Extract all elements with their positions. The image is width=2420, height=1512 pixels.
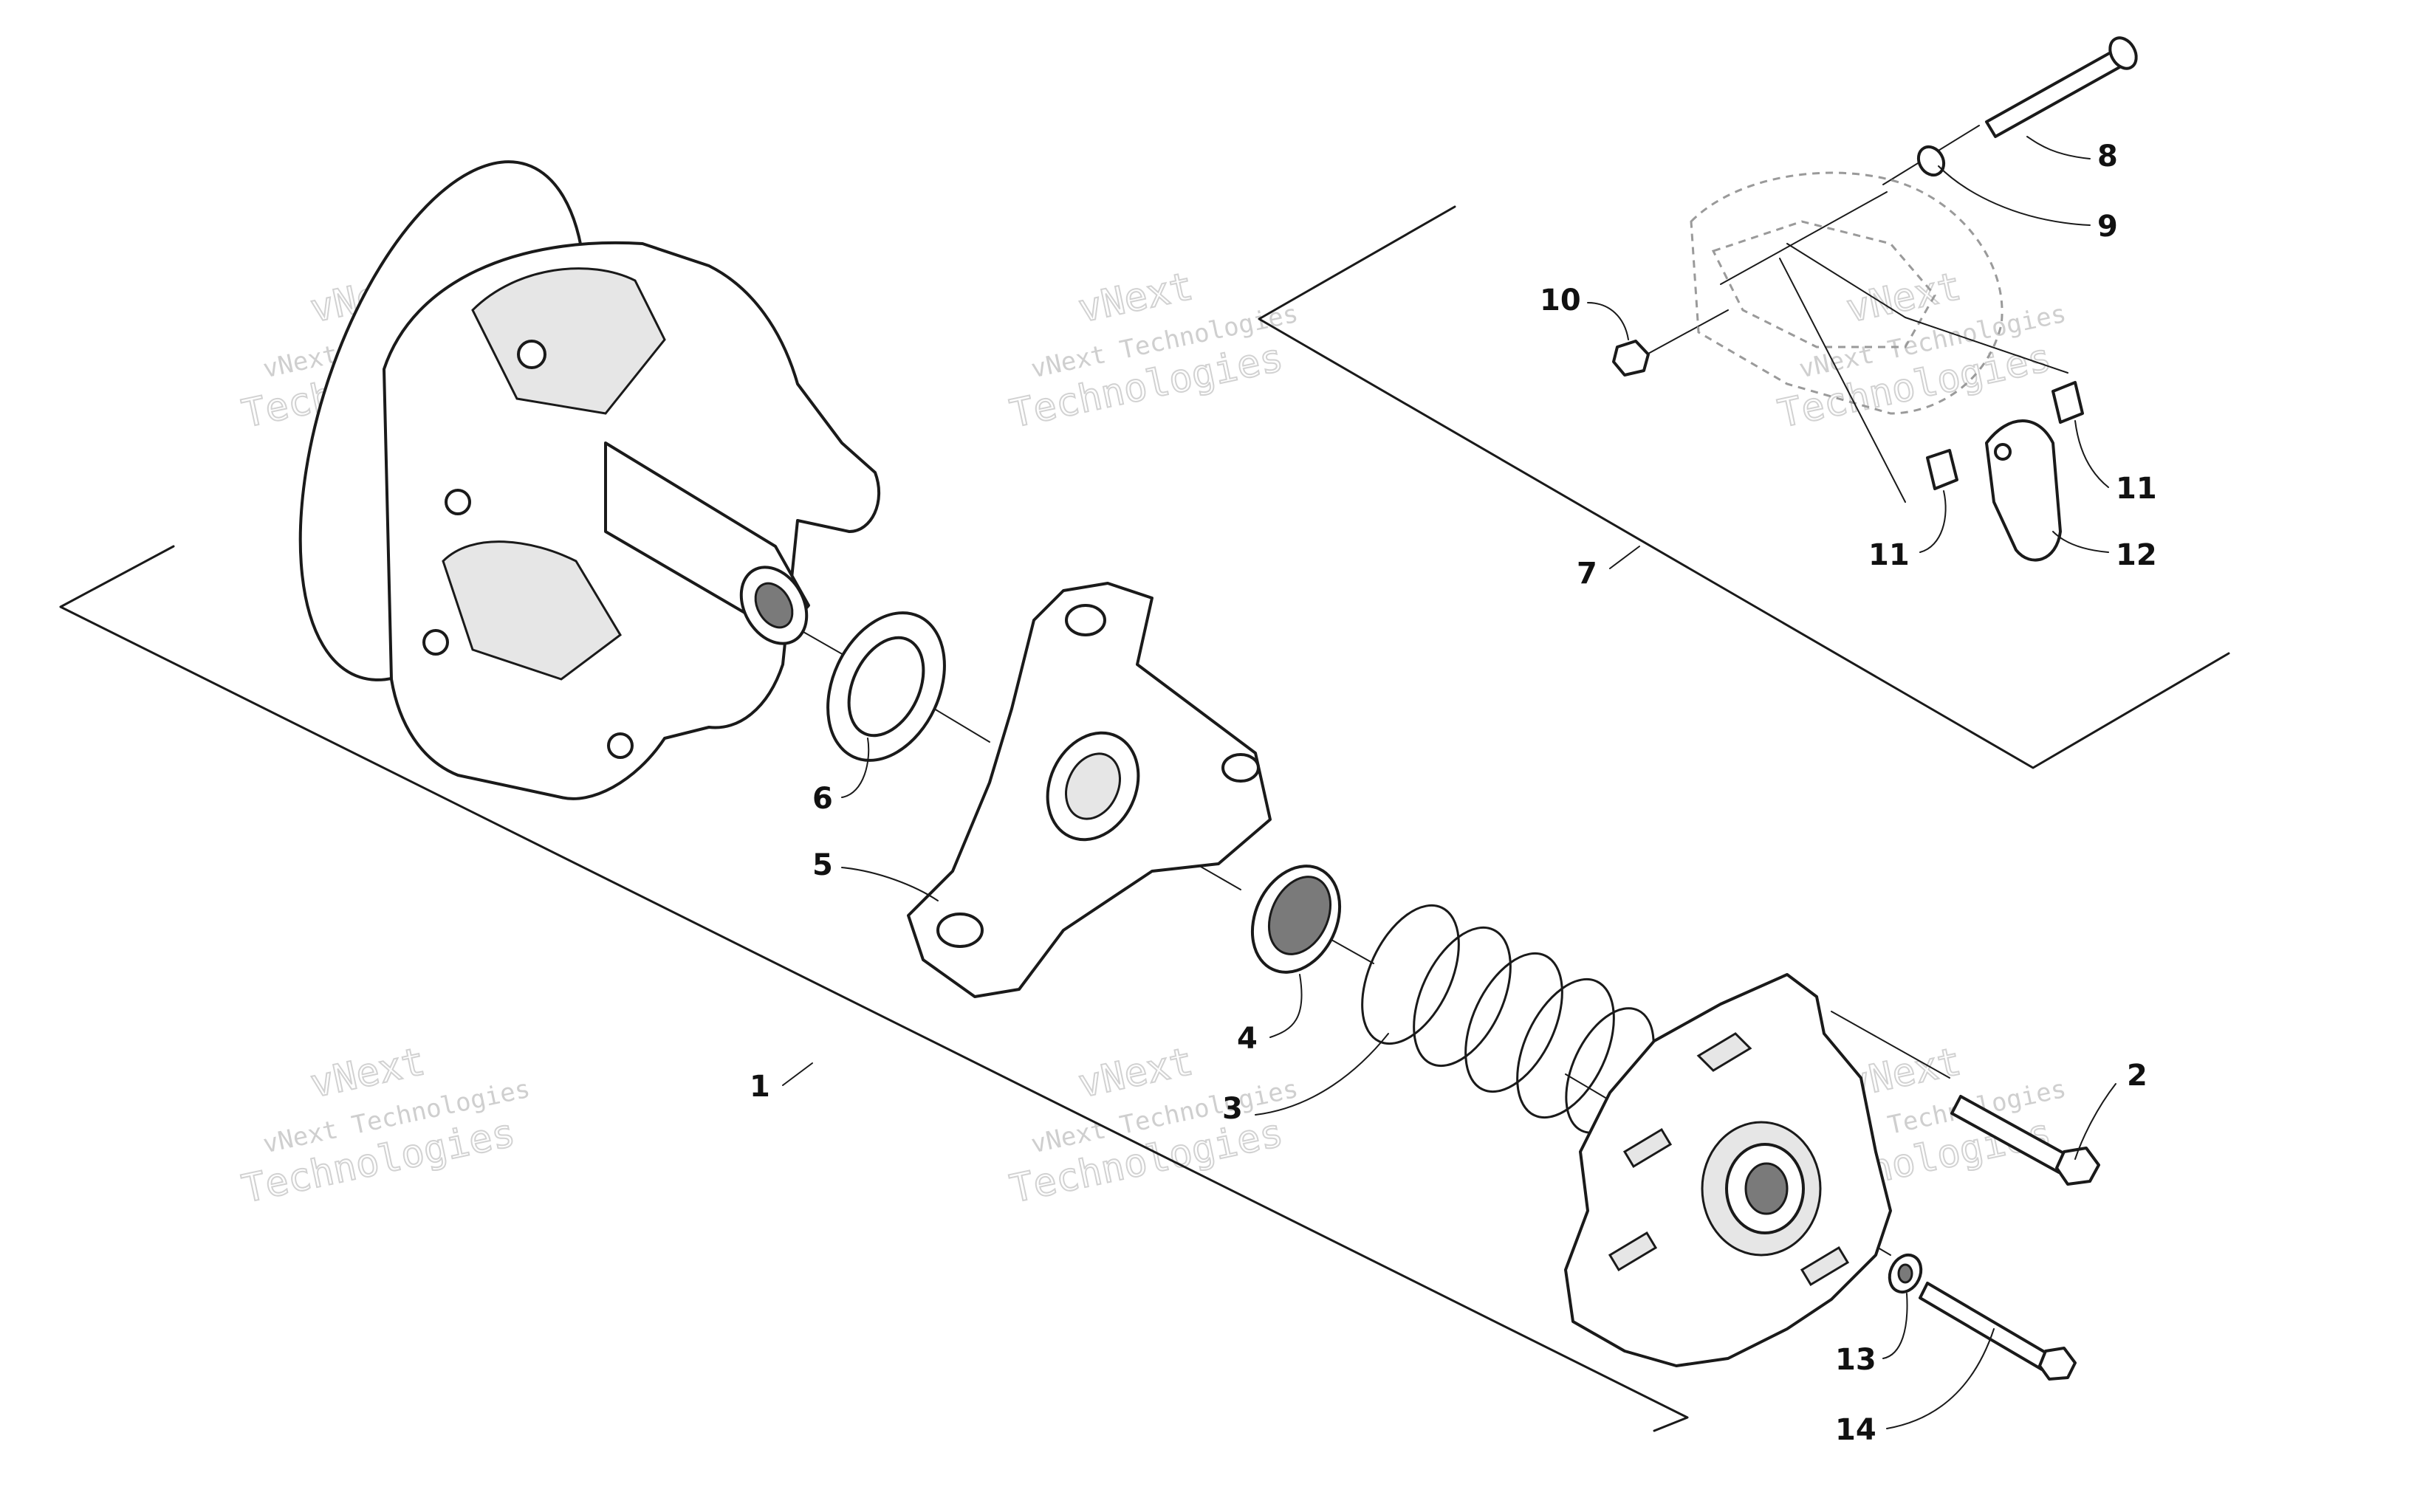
callout-12: 12 (2116, 538, 2157, 572)
callout-6: 6 (812, 782, 833, 816)
watermark-brand: vNext (1074, 264, 1197, 331)
watermark-4: vNext vNext Technologies Technologies (238, 1039, 533, 1213)
bracket-7-outline (1258, 205, 2230, 769)
part-movable-sheave (298, 160, 880, 800)
leader-guide (1786, 243, 1906, 318)
callout-3: 3 (1222, 1092, 1243, 1126)
leader-lines (782, 136, 2116, 1429)
watermark-2: vNext vNext Technologies Technologies (1006, 264, 1301, 438)
washer-9 (1916, 145, 1946, 177)
callout-10: 10 (1540, 284, 1581, 317)
washer-13-inner (1897, 1263, 1913, 1284)
leader-guide (1779, 258, 1906, 503)
cover-slot (1608, 1231, 1658, 1272)
callout-14: 14 (1835, 1413, 1876, 1447)
part-bushing-4 (1250, 865, 1342, 974)
shaft-tube-bore (754, 582, 794, 629)
leader-4 (1269, 974, 1303, 1038)
callout-1: 1 (750, 1070, 770, 1104)
pin-8-shank (1985, 50, 2122, 138)
part-cover-plate (1564, 973, 1892, 1367)
bolt-14-shank (1919, 1282, 2051, 1371)
cover-slot (1622, 1127, 1673, 1169)
callout-7: 7 (1577, 557, 1597, 591)
part-washer-13 (1888, 1253, 1923, 1294)
watermark-brand: vNext (1074, 1040, 1197, 1107)
leader-9 (1938, 165, 2091, 226)
leader-10 (1587, 302, 1629, 340)
ghost-housing-inner (1711, 220, 1936, 348)
callout-5: 5 (812, 848, 833, 882)
watermark-5: vNext vNext Technologies Technologies (1006, 1039, 1301, 1213)
leader-8 (2026, 136, 2091, 159)
pin-8-head (2108, 36, 2138, 70)
leader-5 (841, 867, 939, 901)
bushing-inner (1267, 876, 1332, 955)
axis-line (1831, 1011, 1950, 1079)
leader-11a (1919, 490, 1947, 553)
spring-coil (1516, 977, 1615, 1119)
spider-bore (1065, 752, 1121, 820)
callout-9: 9 (2097, 210, 2118, 244)
spring-coil (1361, 904, 1460, 1045)
axis-line (1720, 191, 1888, 285)
pad-11-lower (1926, 449, 1958, 490)
callout-13: 13 (1835, 1343, 1876, 1377)
spring-coil (1464, 952, 1563, 1093)
sheave-arm-upper (471, 267, 666, 415)
part-spider-5 (907, 582, 1272, 998)
pad-11-upper (2051, 381, 2084, 424)
axis-line (1646, 309, 1729, 355)
bolt-14-head (2038, 1347, 2077, 1381)
sheave-bolt-hole (517, 340, 546, 369)
cover-slot (1800, 1245, 1850, 1287)
callout-11-lower: 11 (1868, 538, 1910, 572)
sheave-bolt-hole (607, 732, 634, 759)
sheave-arm-lower (442, 540, 622, 681)
nut-10 (1612, 340, 1650, 377)
bolt-2-head (2055, 1147, 2100, 1186)
leader-3 (1255, 1033, 1389, 1116)
arm-12-pivot (1994, 443, 2012, 461)
spring-coil (1413, 926, 1512, 1068)
leader-1 (782, 1062, 813, 1086)
leader-2 (2074, 1083, 2116, 1160)
spider-arm-hole (1065, 604, 1106, 636)
leader-12 (2052, 531, 2109, 553)
part-washer-6 (826, 611, 946, 762)
callout-2: 2 (2127, 1059, 2148, 1093)
leader-13 (1882, 1293, 1908, 1359)
arm-12 (1985, 419, 2062, 562)
bracket-1-outline (59, 545, 1689, 1432)
leader-11b (2074, 420, 2109, 488)
callout-4: 4 (1237, 1022, 1258, 1056)
leader-14 (1886, 1328, 1995, 1429)
part-bolt-14 (1919, 1282, 2077, 1381)
leader-7 (1609, 546, 1640, 569)
callout-8: 8 (2097, 140, 2118, 173)
cover-logo (1696, 1032, 1752, 1072)
washer-inner (847, 636, 925, 738)
part-bolt-2 (1950, 1095, 2100, 1186)
sheave-bolt-hole (445, 489, 471, 515)
spider-arm-hole (936, 913, 984, 948)
leader-6 (841, 738, 870, 798)
inset-assembly-7 (1612, 36, 2138, 562)
callout-11-upper: 11 (2116, 472, 2157, 506)
leader-guide (1905, 317, 2068, 374)
assembly-bracket-1 (59, 545, 1689, 1432)
cover-bore (1744, 1162, 1789, 1215)
watermark-brand: vNext (306, 1040, 429, 1107)
assembly-bracket-7 (1258, 205, 2230, 769)
watermark-brand: vNext (1843, 264, 1965, 331)
sheave-bolt-hole (422, 629, 449, 656)
callout-labels: 1 2 3 4 5 6 7 8 9 10 11 11 12 13 14 (750, 140, 2157, 1447)
ghost-housing-outline (1690, 171, 2003, 415)
spider-arm-hole (1221, 753, 1260, 783)
